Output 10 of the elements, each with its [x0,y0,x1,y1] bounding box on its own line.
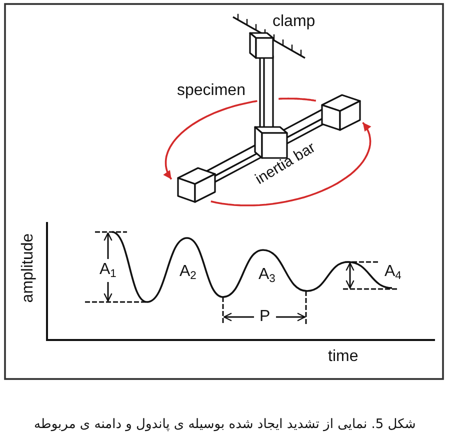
part-label: clamp [272,14,316,30]
amplitude-label: A$_{1}$ [100,262,116,278]
amplitude-label: A$_{2}$ [180,264,196,280]
part-label: specimen [177,83,246,99]
period-label: P [260,309,270,325]
amplitude-label: A$_{3}$ [258,267,276,283]
axis-label: time [328,349,358,365]
amplitude-label: A$_{4}$ [384,264,402,280]
figure-caption: شکل 5. نمایی از تشدید ایجاد شده بوسیله ی پاندول و دامنه ی مربوطه [34,417,416,433]
axis-label: amplitude [20,233,36,303]
